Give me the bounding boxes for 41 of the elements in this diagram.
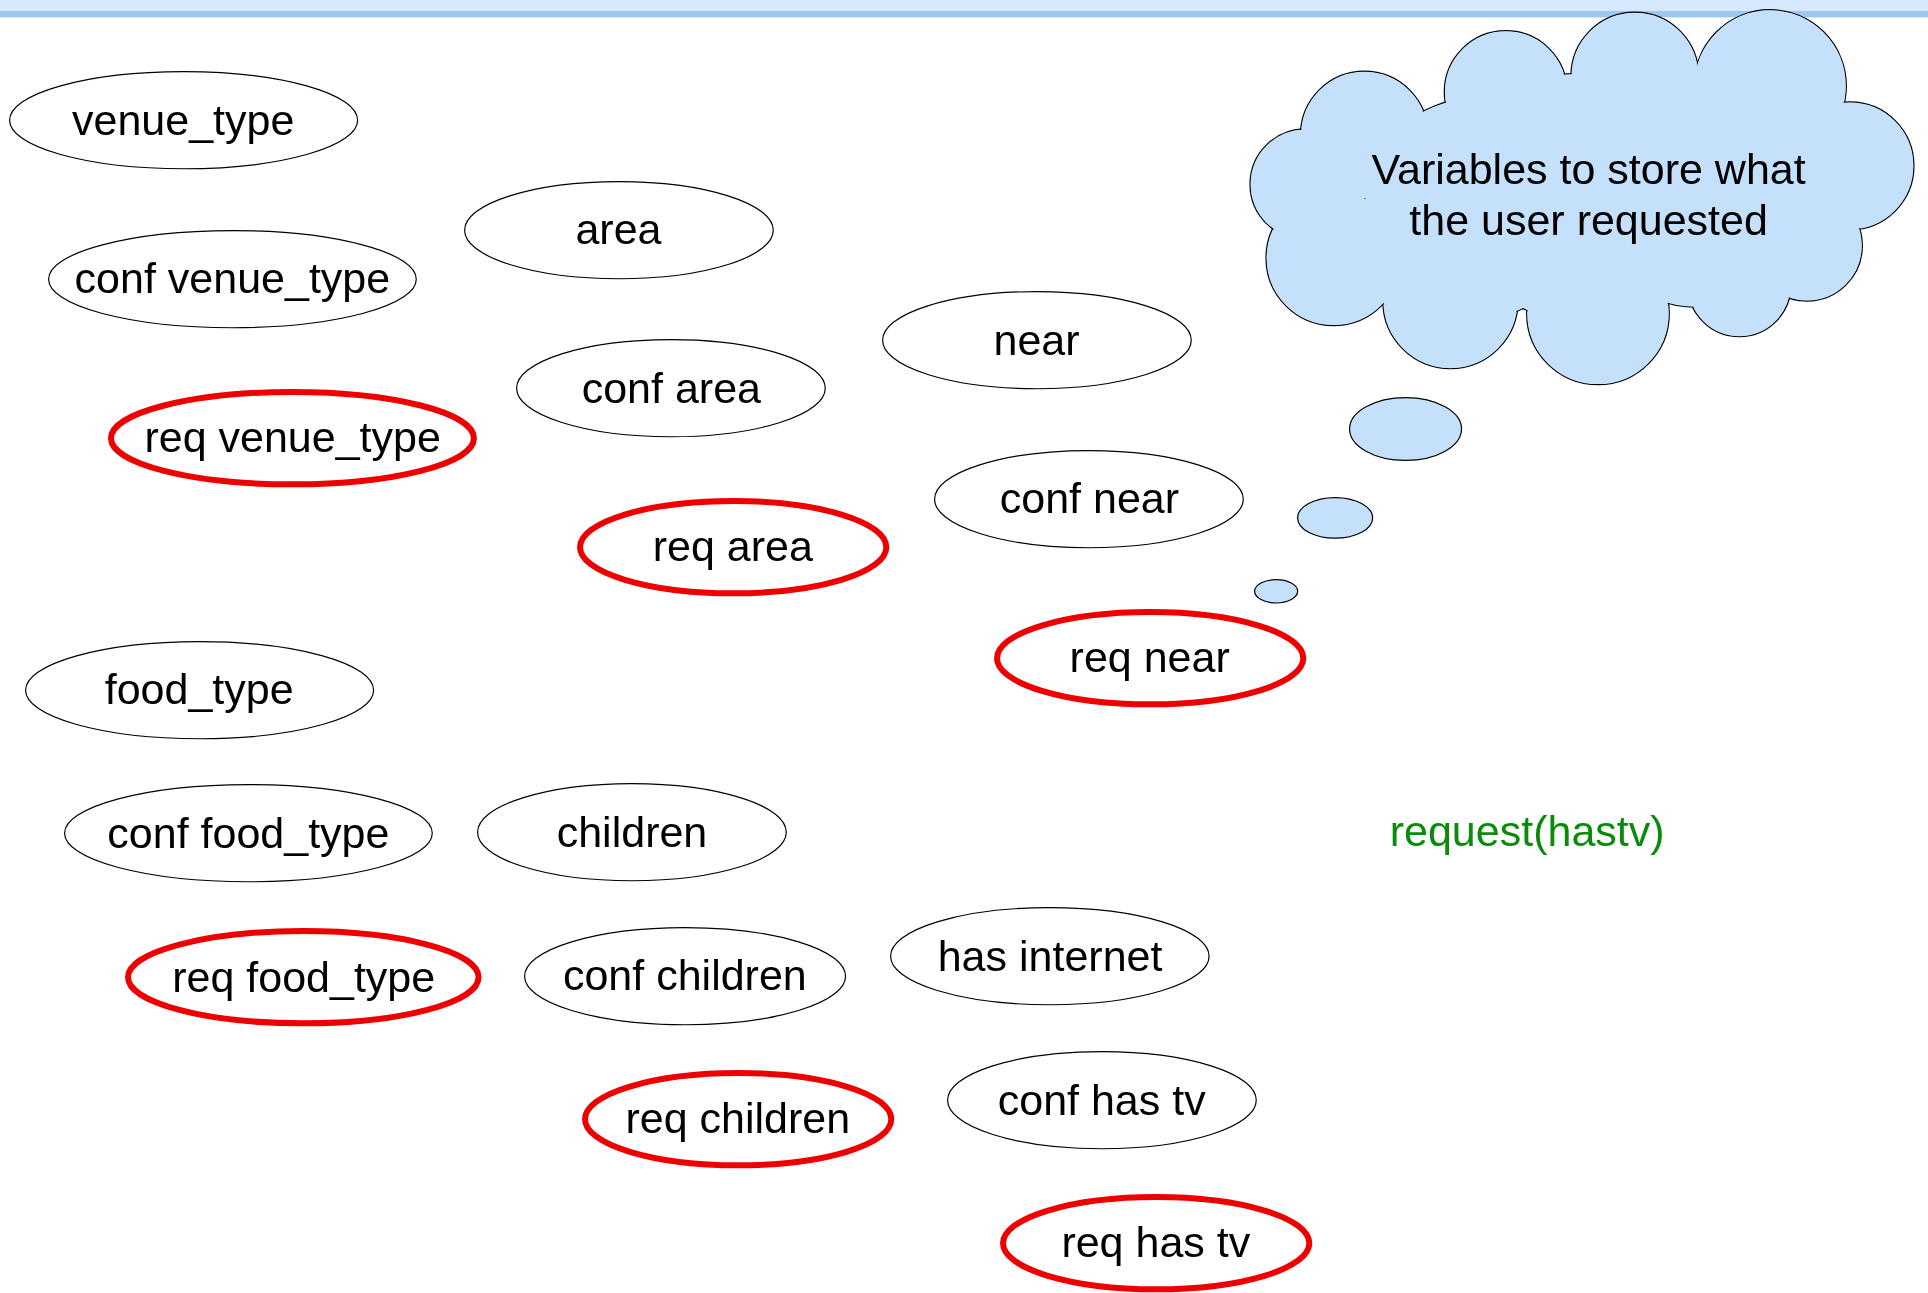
node-label: area <box>575 204 662 256</box>
oval-node <box>881 291 1192 390</box>
cloud-text: Variables to store what the user requested <box>1370 143 1807 247</box>
oval-node <box>24 640 374 739</box>
node-label: venue_type <box>72 94 295 146</box>
node-label: children <box>556 806 708 858</box>
node-label: conf food_type <box>107 807 390 859</box>
oval-node <box>516 339 827 438</box>
oval-node <box>63 784 433 883</box>
oval-node <box>8 71 358 170</box>
thought-bubble <box>1297 496 1374 539</box>
node-label: conf venue_type <box>74 253 391 305</box>
node-label: req children <box>625 1093 851 1145</box>
highlighted-oval-node <box>581 1069 894 1169</box>
node-label: conf near <box>999 473 1180 525</box>
node-label: conf children <box>562 950 807 1002</box>
oval-node <box>477 783 787 882</box>
oval-node <box>934 450 1245 549</box>
highlighted-oval-node <box>576 498 889 597</box>
node-label: req area <box>652 521 813 573</box>
node-label: req food_type <box>172 951 436 1003</box>
oval-node <box>47 229 417 329</box>
oval-node <box>890 907 1210 1006</box>
node-label: req near <box>1069 632 1230 683</box>
thought-bubble <box>1348 397 1462 462</box>
node-label: conf area <box>581 362 761 414</box>
node-label: conf has tv <box>997 1074 1206 1126</box>
highlighted-oval-node <box>125 928 482 1027</box>
thought-bubble <box>1254 579 1299 604</box>
node-label: has internet <box>937 930 1163 982</box>
oval-node <box>523 927 846 1026</box>
node-label: near <box>993 314 1080 366</box>
highlighted-oval-node <box>999 1193 1312 1293</box>
highlighted-oval-node <box>108 388 478 487</box>
highlighted-oval-node <box>993 608 1306 707</box>
node-label: food_type <box>104 664 294 715</box>
node-label: req venue_type <box>144 411 441 463</box>
annotation-text: request(hastv) <box>1389 806 1665 856</box>
node-label: req has tv <box>1061 1217 1251 1269</box>
oval-node <box>463 180 774 280</box>
oval-node <box>946 1051 1257 1150</box>
